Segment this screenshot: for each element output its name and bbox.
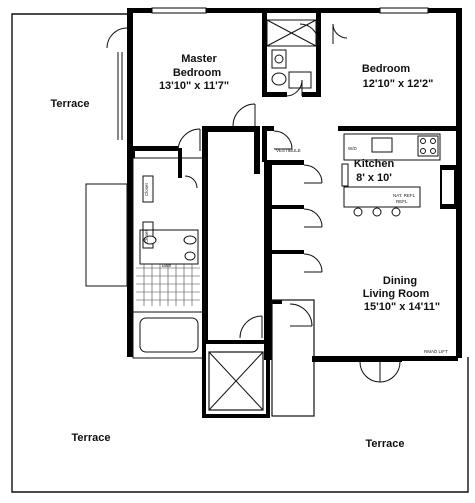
exterior-walls xyxy=(127,8,462,358)
door-swings xyxy=(106,23,401,383)
terrace-bottom-right-label: Terrace xyxy=(366,438,405,450)
closet-b-label: Closet xyxy=(144,229,149,243)
bath-sinks xyxy=(143,235,197,261)
terrace-outline xyxy=(11,13,469,493)
bedroom-dims: 12'10" x 12'2" xyxy=(363,78,434,90)
kitchen-dims: 8' x 10' xyxy=(356,172,392,184)
left-wall-window xyxy=(117,52,123,140)
dining-living-dims: 15'10" x 14'11" xyxy=(364,301,440,313)
dining-living-name-2: Living Room xyxy=(363,288,430,300)
elevator-core xyxy=(202,299,458,418)
master-bedroom-name-2: Bedroom xyxy=(173,67,222,79)
closet-a-label: Closet xyxy=(144,182,149,196)
washer-dryer-label: W/D xyxy=(348,146,357,151)
vestibule-label: VESTIBULE xyxy=(276,148,301,153)
lift-label: RMAD LIFT xyxy=(424,349,448,354)
dining-living-name-1: Dining xyxy=(383,275,417,287)
bedroom-name: Bedroom xyxy=(362,63,411,75)
bath-tag-label: Bath xyxy=(162,263,172,268)
ensuite-bath xyxy=(266,19,317,89)
kitchen-fixtures xyxy=(341,133,441,217)
windows xyxy=(151,7,429,14)
bath-area xyxy=(132,157,206,359)
bath-tile-grid xyxy=(136,264,200,306)
master-bedroom-dims: 13'10" x 11'7" xyxy=(159,80,229,92)
kitchen-name: Kitchen xyxy=(354,158,395,170)
terrace-left-label: Terrace xyxy=(51,98,90,110)
fridge-label: NAT. REFL xyxy=(393,193,416,198)
fridge-label-2: REFL xyxy=(396,199,408,204)
closet-panel xyxy=(85,183,128,287)
master-bedroom-name-1: Master xyxy=(181,53,217,65)
terrace-bottom-left-label: Terrace xyxy=(72,432,111,444)
